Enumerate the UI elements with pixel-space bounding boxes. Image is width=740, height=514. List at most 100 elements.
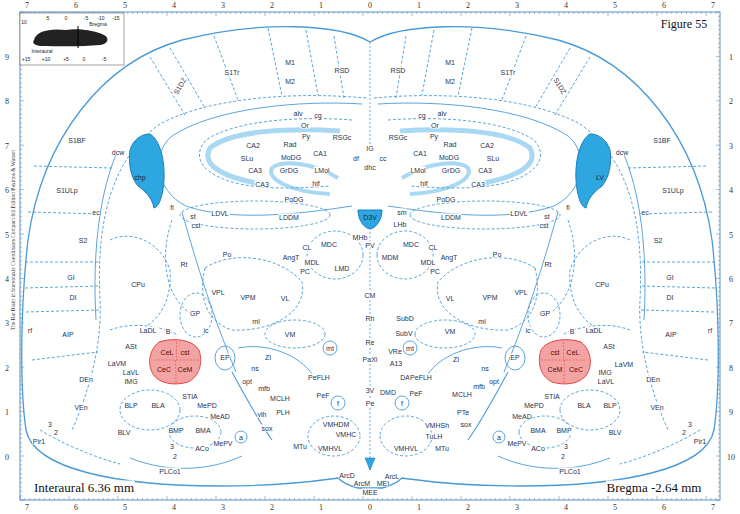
scale-tick — [716, 100, 720, 101]
region-label: Rt — [544, 261, 552, 268]
scale-number: 7 — [711, 2, 716, 10]
region-label: CeM — [548, 366, 563, 373]
region-label: Rad — [283, 141, 297, 148]
region-label: MePV — [213, 440, 233, 447]
scale-tick — [715, 498, 716, 500]
region-label: VL — [445, 295, 455, 302]
region-label: 3 — [564, 443, 569, 450]
inset-brain — [33, 29, 107, 46]
scale-number: 4 — [729, 187, 734, 195]
scale-tick — [274, 498, 275, 500]
region-label: DEn — [79, 376, 94, 383]
region-fill — [539, 340, 590, 384]
region-label: opt — [242, 378, 253, 385]
region-fill — [129, 134, 164, 208]
scale-tick — [718, 238, 720, 239]
scale-tick — [343, 12, 344, 14]
region-label: dcw — [615, 149, 628, 156]
region-label: CA3 — [248, 167, 263, 174]
scale-tick — [718, 313, 720, 314]
scale-ticks — [20, 12, 720, 500]
scale-tick — [534, 498, 535, 500]
region-label: sox — [460, 421, 472, 428]
scale-tick — [20, 136, 22, 137]
region-label: chp — [134, 174, 145, 181]
scale-tick — [470, 498, 471, 500]
scale-number: 3 — [221, 2, 226, 10]
scale-number: 2 — [270, 504, 275, 512]
scale-tick — [167, 12, 168, 16]
region-label: VL — [280, 295, 290, 302]
scale-tick — [475, 498, 476, 500]
right-hemisphere — [370, 27, 718, 488]
region-label: PV — [365, 242, 375, 249]
scale-tick — [718, 185, 720, 186]
scale-tick — [20, 194, 22, 195]
scale-tick — [20, 407, 22, 408]
scale-tick — [524, 498, 525, 500]
scale-tick — [206, 498, 207, 500]
scale-tick — [718, 154, 720, 155]
scale-tick — [20, 140, 22, 141]
scale-tick — [118, 496, 119, 500]
scale-tick — [539, 12, 540, 14]
scale-tick — [152, 498, 153, 500]
scale-tick — [220, 12, 221, 14]
scale-tick — [20, 393, 22, 394]
region-label: dcw — [111, 149, 124, 156]
scale-tick — [718, 451, 720, 452]
scale-tick — [598, 12, 599, 14]
scale-tick — [718, 420, 720, 421]
region-label: PeFLH — [410, 374, 433, 381]
scale-number: 2 — [5, 365, 10, 373]
region-label: AIP — [665, 331, 677, 338]
scale-tick — [718, 65, 720, 66]
scale-tick — [451, 498, 452, 500]
scale-tick — [480, 498, 481, 500]
scale-number: 0 — [368, 2, 373, 10]
scale-tick — [407, 498, 408, 500]
scale-tick — [20, 229, 22, 230]
scale-tick — [20, 251, 22, 252]
region-label: DMD — [380, 389, 397, 396]
scale-tick — [666, 12, 667, 14]
scale-tick — [157, 498, 158, 500]
scale-tick — [279, 12, 280, 14]
region-label: S1BF — [653, 137, 672, 144]
scale-tick — [29, 498, 30, 500]
scale-tick — [216, 12, 217, 16]
scale-number: 7 — [729, 320, 734, 328]
scale-tick — [333, 12, 334, 14]
scale-number: 5 — [123, 504, 128, 512]
coordinate-label: Interaural 6.36 mm — [34, 481, 135, 494]
scale-tick — [397, 12, 398, 14]
scale-tick — [622, 498, 623, 500]
scale-tick — [20, 482, 22, 483]
scale-tick — [20, 118, 22, 119]
region-label: MeAD — [210, 413, 230, 420]
scale-tick — [627, 12, 628, 14]
cortical-borders — [25, 28, 344, 360]
region-label: PeFLH — [308, 374, 331, 381]
region-label: 3V — [365, 387, 375, 394]
scale-number: 3 — [221, 504, 226, 512]
scale-tick — [157, 12, 158, 14]
region-label: mt — [326, 345, 335, 352]
region-label: MTu — [435, 445, 450, 452]
scale-tick — [20, 202, 22, 203]
scale-tick — [402, 12, 403, 14]
region-label: BLA — [151, 402, 165, 409]
scale-tick — [661, 498, 662, 500]
scale-tick — [500, 12, 501, 14]
region-label: vlh — [257, 411, 267, 418]
hippocampal-layer — [199, 119, 352, 188]
inset-label: -10 — [97, 16, 105, 21]
subdivision-line — [176, 342, 177, 360]
scale-tick — [718, 469, 720, 470]
region-label: VMHDM — [322, 421, 349, 428]
scale-tick — [718, 167, 720, 168]
scale-tick — [544, 498, 545, 500]
scale-tick — [573, 12, 574, 14]
scale-tick — [718, 105, 720, 106]
region-label: Py — [429, 133, 438, 140]
